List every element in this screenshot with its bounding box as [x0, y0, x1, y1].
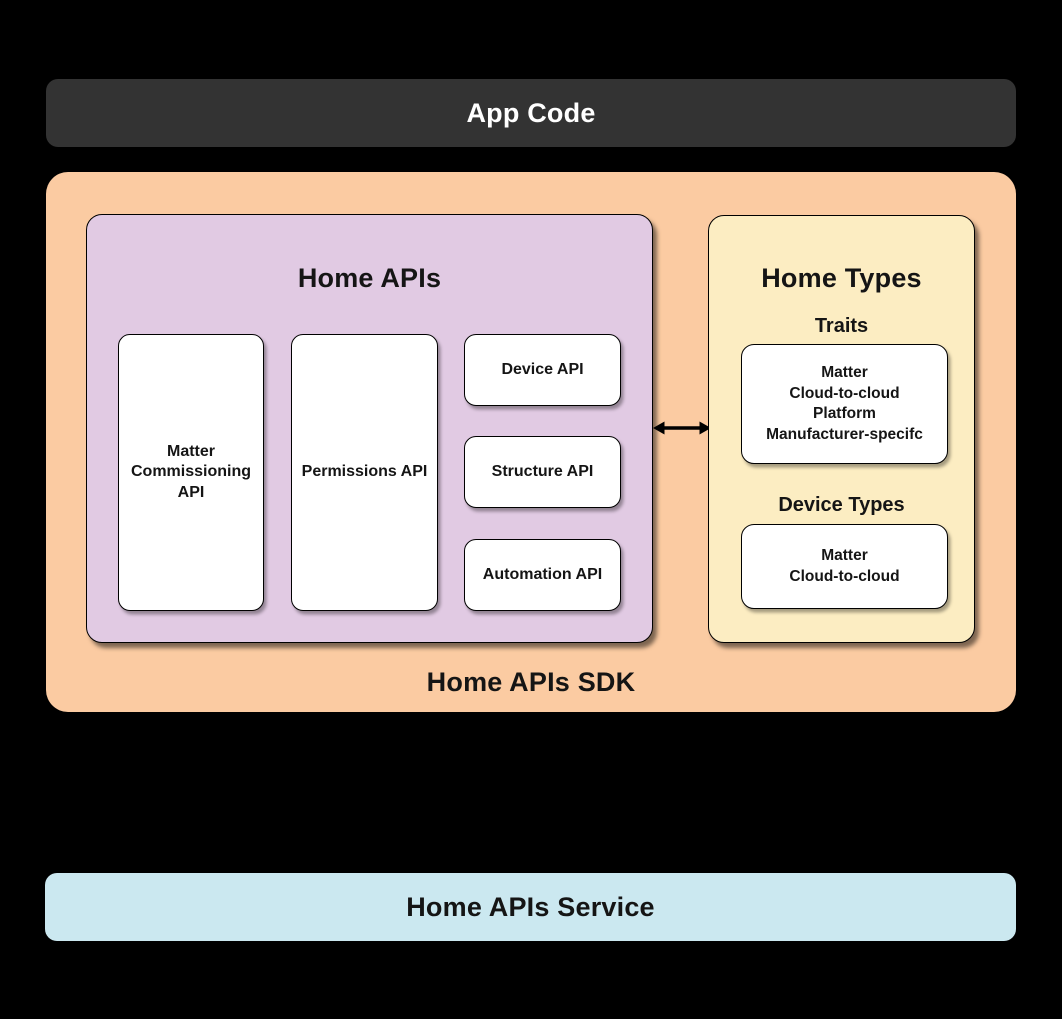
device-api-card: Device API — [464, 334, 621, 406]
home-apis-sdk-box: Home APIs Matter Commissioning API Permi… — [46, 172, 1016, 712]
structure-api-card: Structure API — [464, 436, 621, 508]
matter-commissioning-api-card: Matter Commissioning API — [118, 334, 264, 611]
app-code-box: App Code — [46, 79, 1016, 147]
bidirectional-arrow-icon — [653, 421, 711, 435]
home-types-title: Home Types — [761, 262, 922, 293]
app-code-label: App Code — [466, 97, 596, 128]
home-apis-title: Home APIs — [297, 262, 442, 293]
home-types-panel: Home Types Traits Matter Cloud-to-cloud … — [708, 215, 975, 643]
device-types-heading: Device Types — [778, 493, 905, 516]
device-types-card: Matter Cloud-to-cloud — [741, 524, 948, 609]
home-apis-panel: Home APIs Matter Commissioning API Permi… — [86, 214, 653, 643]
automation-api-card: Automation API — [464, 539, 621, 611]
home-apis-service-label: Home APIs Service — [406, 891, 655, 922]
permissions-api-card: Permissions API — [291, 334, 438, 611]
traits-heading: Traits — [814, 314, 869, 337]
home-apis-service-box: Home APIs Service — [45, 873, 1016, 941]
traits-card: Matter Cloud-to-cloud Platform Manufactu… — [741, 344, 948, 464]
home-apis-sdk-label: Home APIs SDK — [426, 666, 636, 697]
